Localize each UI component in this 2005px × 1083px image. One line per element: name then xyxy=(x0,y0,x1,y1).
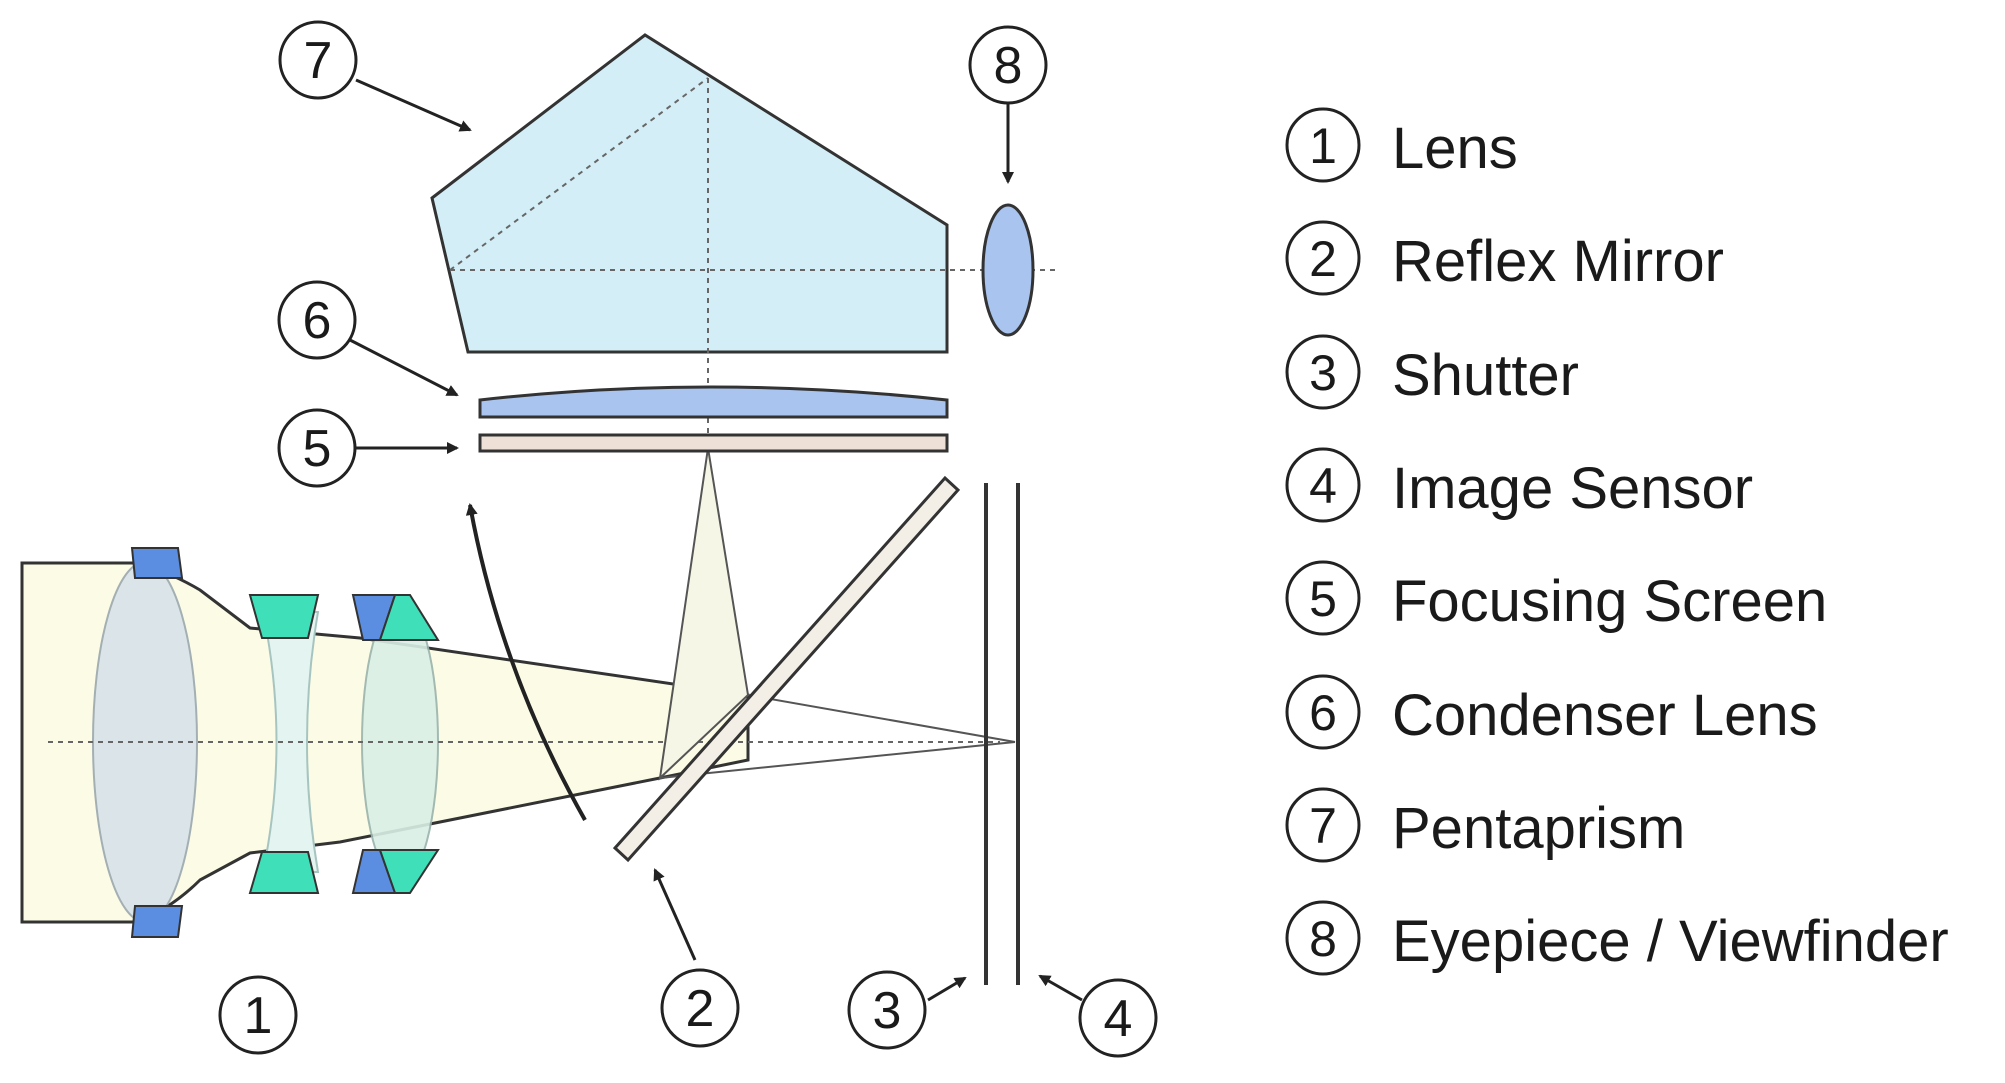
callout-5: 5 xyxy=(277,408,357,488)
callout-6: 6 xyxy=(277,280,357,360)
legend-number: 5 xyxy=(1309,571,1337,627)
callout-2: 2 xyxy=(660,968,740,1048)
front-element-cap-top xyxy=(130,547,184,579)
legend-item-1: 1 Lens xyxy=(1285,107,1518,183)
legend-item-8: 8 Eyepiece / Viewfinder xyxy=(1285,900,1949,976)
legend-label: Shutter xyxy=(1392,343,1579,408)
teal-pair-bottom xyxy=(378,849,440,894)
front-element-cap-bottom xyxy=(130,905,184,938)
mirror-flip-arrow xyxy=(465,503,587,821)
callout-7-number: 7 xyxy=(304,32,333,90)
legend-label: Lens xyxy=(1392,116,1518,181)
legend-label: Image Sensor xyxy=(1392,456,1753,521)
callout-5-number: 5 xyxy=(303,420,332,478)
legend-number: 3 xyxy=(1309,345,1337,401)
legend-label: Eyepiece / Viewfinder xyxy=(1392,909,1949,974)
reflex-mirror xyxy=(612,475,961,863)
legend-number: 1 xyxy=(1309,118,1337,174)
teal-element-bottom xyxy=(248,851,320,894)
callout-8-number: 8 xyxy=(994,37,1023,95)
lens-assembly xyxy=(20,547,1000,938)
legend-number: 8 xyxy=(1309,911,1337,967)
callout-arrows xyxy=(349,78,1083,1002)
legend-number: 4 xyxy=(1309,458,1337,514)
callout-2-number: 2 xyxy=(686,980,715,1038)
eyepiece-lens xyxy=(981,203,1035,337)
legend-label: Pentaprism xyxy=(1392,796,1685,861)
legend-label: Focusing Screen xyxy=(1392,569,1827,634)
legend-number: 6 xyxy=(1309,685,1337,741)
light-rays xyxy=(658,447,1016,781)
callout-6-number: 6 xyxy=(303,292,332,350)
legend-item-7: 7 Pentaprism xyxy=(1285,787,1685,863)
legend: 1 Lens 2 Reflex Mirror 3 Shutter 4 Image… xyxy=(1285,107,1949,976)
teal-element-top xyxy=(248,594,320,639)
legend-item-5: 5 Focusing Screen xyxy=(1285,560,1827,636)
callout-1-number: 1 xyxy=(244,987,273,1045)
legend-item-6: 6 Condenser Lens xyxy=(1285,674,1818,750)
legend-item-3: 3 Shutter xyxy=(1285,334,1579,410)
legend-label: Condenser Lens xyxy=(1392,683,1818,748)
legend-label: Reflex Mirror xyxy=(1392,229,1724,294)
legend-number: 2 xyxy=(1309,231,1337,287)
legend-number: 7 xyxy=(1309,798,1337,854)
callout-4: 4 xyxy=(1078,978,1158,1058)
reflected-light-cone xyxy=(658,447,750,781)
callout-4-number: 4 xyxy=(1104,990,1133,1048)
pentaprism xyxy=(430,33,1060,448)
teal-pair-top xyxy=(378,594,440,641)
legend-item-4: 4 Image Sensor xyxy=(1285,447,1753,523)
condenser-lens xyxy=(478,385,949,419)
focusing-screen xyxy=(478,433,949,453)
callout-3: 3 xyxy=(847,970,927,1050)
callout-7: 7 xyxy=(278,20,358,100)
callout-1: 1 xyxy=(218,975,298,1055)
callout-8: 8 xyxy=(968,25,1048,105)
callout-3-number: 3 xyxy=(873,982,902,1040)
legend-item-2: 2 Reflex Mirror xyxy=(1285,220,1724,296)
